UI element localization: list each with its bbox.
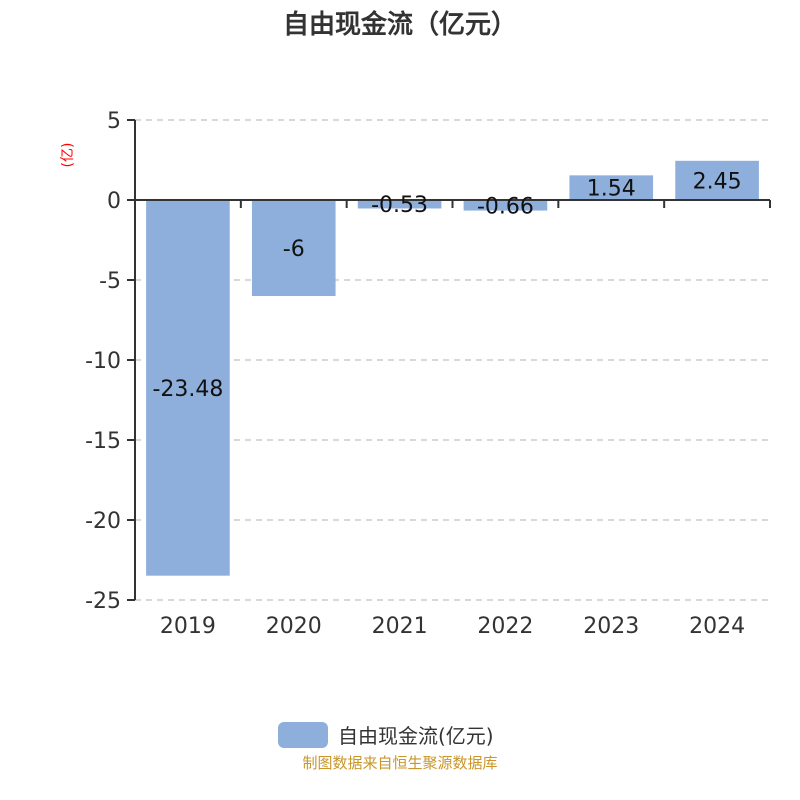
y-tick-label: 5 xyxy=(107,109,121,134)
data-label: 1.54 xyxy=(587,177,636,202)
chart-title: 自由现金流（亿元） xyxy=(283,9,517,40)
y-tick-label: -5 xyxy=(99,269,121,294)
x-tick-label: 2019 xyxy=(160,614,216,639)
x-tick-label: 2020 xyxy=(266,614,322,639)
legend-label: 自由现金流(亿元) xyxy=(338,724,494,748)
y-tick-label: -10 xyxy=(85,349,121,374)
source-note: 制图数据来自恒生聚源数据库 xyxy=(302,754,497,772)
y-tick-label: 0 xyxy=(107,189,121,214)
data-label: -6 xyxy=(283,237,305,262)
y-tick-label: -20 xyxy=(85,509,121,534)
x-tick-label: 2023 xyxy=(583,614,639,639)
bar-2019 xyxy=(146,200,230,576)
bar-2023 xyxy=(569,175,654,200)
data-label: -0.53 xyxy=(371,193,428,218)
bar-2022 xyxy=(463,200,548,211)
x-tick-label: 2021 xyxy=(372,614,428,639)
legend-swatch xyxy=(278,722,328,748)
x-tick-label: 2022 xyxy=(477,614,533,639)
data-label: 2.45 xyxy=(693,169,742,194)
legend[interactable]: 自由现金流(亿元) xyxy=(278,722,494,748)
bar-2024 xyxy=(675,160,759,200)
data-label: -23.48 xyxy=(152,377,223,402)
bar-2020 xyxy=(251,200,336,296)
bar-2021 xyxy=(357,200,442,209)
data-label: -0.66 xyxy=(477,194,534,219)
y-axis-label: (亿) xyxy=(60,143,76,168)
y-tick-label: -15 xyxy=(85,429,121,454)
x-tick-label: 2024 xyxy=(689,614,745,639)
y-tick-label: -25 xyxy=(85,589,121,614)
